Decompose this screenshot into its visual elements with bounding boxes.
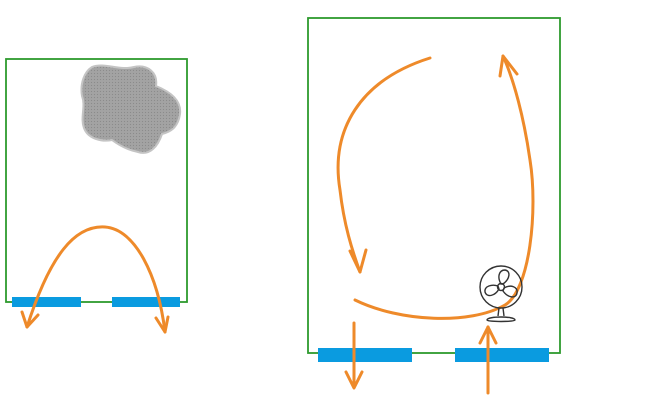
right-room	[307, 17, 561, 395]
right-room-intake-arrowhead	[478, 325, 498, 345]
fan-blade-3	[484, 284, 500, 297]
fan-base	[486, 316, 516, 323]
fan-blade-1	[498, 269, 510, 285]
left-room-arrowhead-left	[20, 310, 40, 329]
smoke-cloud-icon	[80, 64, 182, 154]
left-room	[5, 58, 188, 334]
left-room-airflow-arc	[25, 225, 167, 334]
right-room-arrowhead-up	[498, 54, 519, 78]
right-room-airflow-loop-right	[353, 54, 535, 320]
right-room-arrowhead-down	[348, 248, 368, 274]
left-room-vent-1	[12, 297, 81, 307]
left-room-arrowhead-right	[154, 315, 170, 334]
fan-guard	[479, 265, 523, 309]
right-room-vent-2	[455, 348, 549, 362]
fan-blade-2	[502, 285, 518, 298]
right-room-outline	[307, 17, 561, 354]
fan-icon	[479, 265, 523, 323]
left-room-vent-2	[112, 297, 180, 307]
right-room-airflow-loop-left	[336, 56, 432, 274]
fan-stand	[497, 307, 505, 317]
right-room-vent-1	[318, 348, 412, 362]
left-room-outline	[5, 58, 188, 303]
right-room-exhaust-arrowhead	[344, 370, 364, 390]
